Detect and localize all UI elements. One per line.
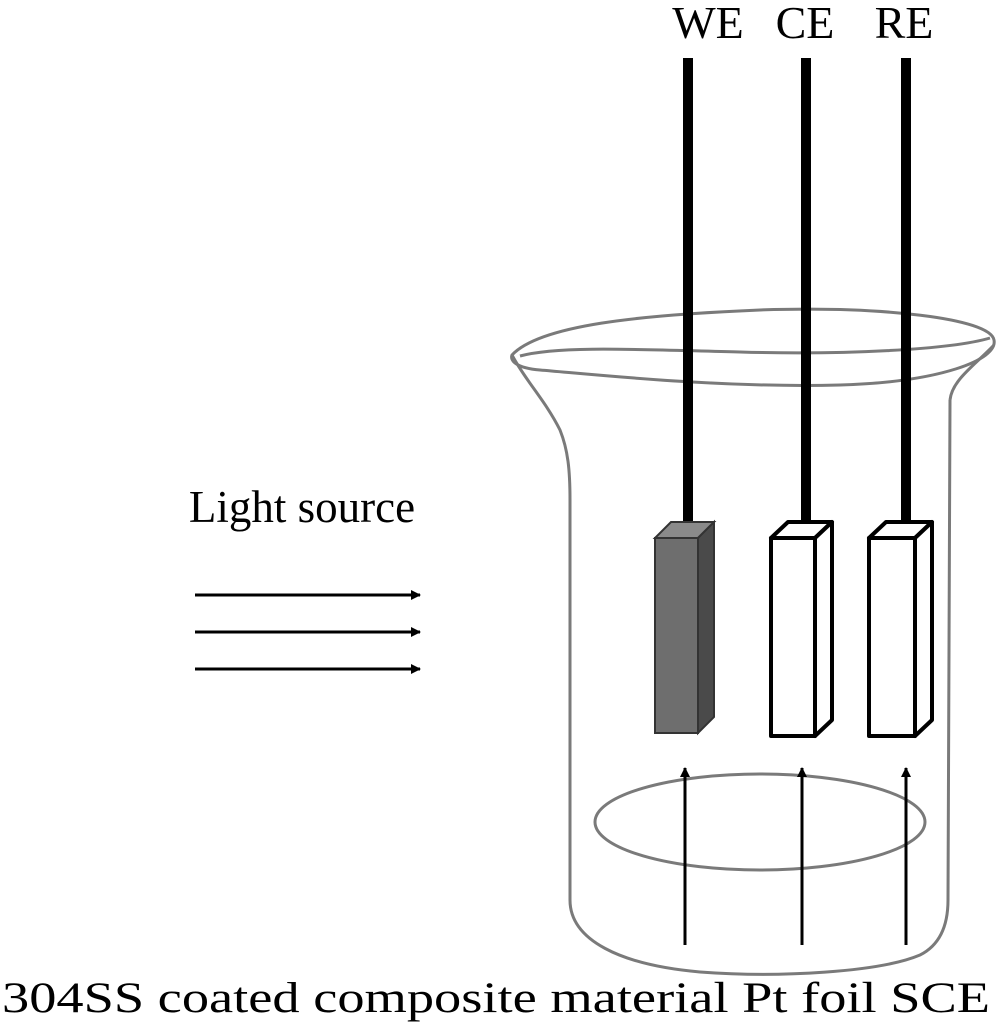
lead-wires bbox=[683, 58, 911, 535]
pt-foil-electrode bbox=[769, 520, 834, 738]
light-arrows bbox=[195, 590, 421, 674]
beaker-bottom bbox=[593, 772, 927, 872]
sce-electrode bbox=[867, 520, 934, 738]
re-label: RE bbox=[875, 0, 934, 48]
beaker-left-wall bbox=[510, 354, 952, 976]
beaker-right-wall bbox=[948, 343, 996, 401]
caption: 304SS coated composite material Pt foil … bbox=[2, 975, 990, 1022]
ce-label: CE bbox=[776, 0, 835, 48]
beaker bbox=[510, 307, 996, 976]
pointer-arrows bbox=[680, 767, 911, 945]
light-source-label: Light source bbox=[189, 482, 415, 532]
working-electrode bbox=[652, 519, 717, 736]
beaker-rim-inner bbox=[519, 336, 991, 358]
we-label: WE bbox=[672, 0, 744, 48]
